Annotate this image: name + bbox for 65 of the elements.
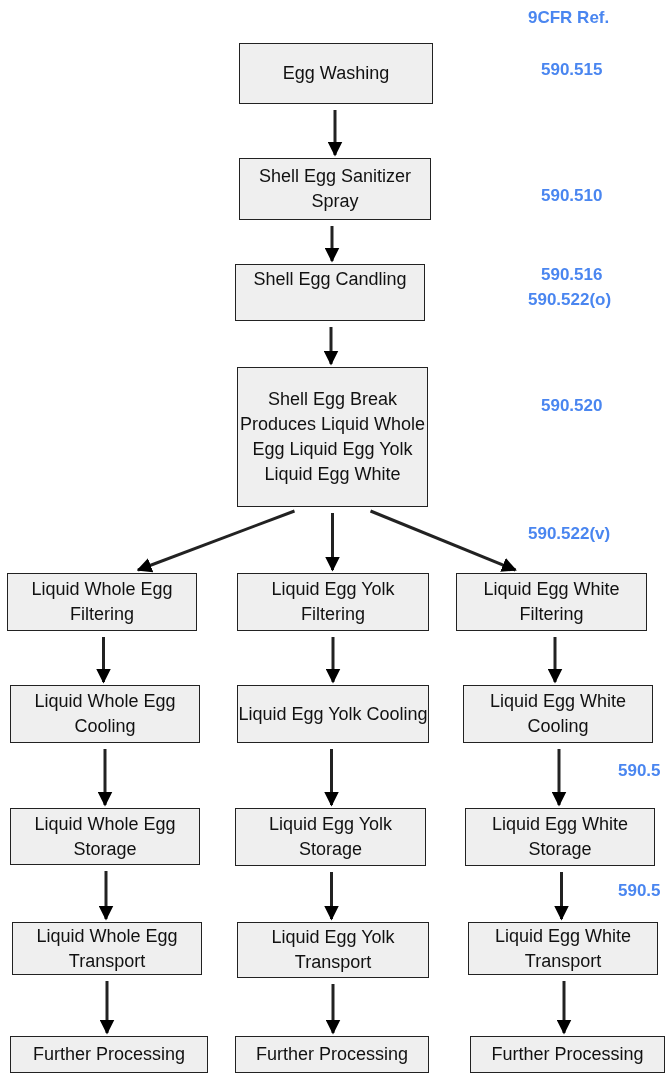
box-text: Further Processing — [32, 1043, 186, 1066]
process-box — [239, 158, 431, 220]
box-text: Liquid Egg Yolk Transport — [270, 926, 396, 974]
arrow — [324, 226, 340, 263]
box-text: Further Processing — [491, 1043, 644, 1066]
process-box — [463, 685, 653, 743]
box-text: Liquid Egg White Cooling — [488, 690, 628, 738]
process-box — [237, 922, 429, 978]
box-text: Egg Washing — [282, 62, 390, 85]
box-text: Liquid Egg Yolk Storage — [267, 813, 394, 861]
process-box — [235, 264, 425, 321]
arrow — [136, 509, 296, 573]
process-box — [239, 43, 433, 104]
arrow — [325, 984, 341, 1035]
process-box — [7, 573, 197, 631]
arrow — [325, 513, 340, 572]
box-text: Liquid Egg White Storage — [490, 813, 630, 861]
box-text: Liquid Whole Egg Storage — [33, 812, 177, 861]
arrow — [325, 637, 341, 684]
arrow — [556, 981, 572, 1035]
box-text: Shell Egg Candling — [253, 268, 407, 291]
reference-number: 590.522(o) — [528, 290, 612, 310]
box-text: Shell Egg Break Produces Liquid Whole Egg Liquid Egg Yolk Liquid Egg White — [238, 388, 427, 486]
arrow — [98, 871, 114, 921]
arrow — [327, 110, 343, 157]
process-box — [237, 367, 428, 507]
reference-number: 590.5 — [618, 761, 661, 781]
process-box — [10, 808, 200, 865]
reference-number: 590.522(v) — [528, 524, 611, 544]
process-box — [456, 573, 647, 631]
box-text: Liquid Whole Egg Transport — [35, 924, 179, 973]
box-text: Liquid Egg White Transport — [493, 924, 633, 973]
process-box — [465, 808, 655, 866]
reference-number: 9CFR Ref. — [528, 8, 610, 28]
arrow — [551, 749, 567, 807]
reference-number: 590.520 — [541, 396, 603, 416]
box-text: Liquid Whole Egg Cooling — [33, 690, 177, 738]
box-text: Liquid Egg White Filtering — [482, 578, 621, 626]
arrow — [547, 637, 563, 684]
arrow — [323, 327, 339, 366]
arrow — [554, 872, 569, 921]
arrow — [324, 872, 339, 921]
process-box — [235, 808, 426, 866]
box-text: Further Processing — [255, 1043, 409, 1066]
box-text: Liquid Egg Yolk Filtering — [270, 578, 396, 626]
process-box — [10, 1036, 208, 1073]
process-box — [468, 922, 658, 975]
reference-number: 590.510 — [541, 186, 603, 206]
process-box — [237, 573, 429, 631]
process-box — [10, 685, 200, 743]
box-text: Liquid Whole Egg Filtering — [30, 578, 174, 626]
process-box — [237, 685, 429, 743]
reference-number: 590.515 — [541, 60, 603, 80]
box-text: Liquid Egg Yolk Cooling — [238, 702, 428, 726]
process-box — [470, 1036, 665, 1073]
arrow — [324, 749, 339, 807]
process-box — [12, 922, 202, 975]
arrow — [99, 981, 115, 1035]
arrow — [96, 637, 111, 684]
arrow — [97, 749, 113, 807]
reference-number: 590.5 — [618, 881, 661, 901]
arrow — [369, 509, 517, 572]
box-text: Shell Egg Sanitizer Spray — [257, 165, 413, 213]
reference-number: 590.516 — [541, 265, 603, 285]
process-box — [235, 1036, 429, 1073]
